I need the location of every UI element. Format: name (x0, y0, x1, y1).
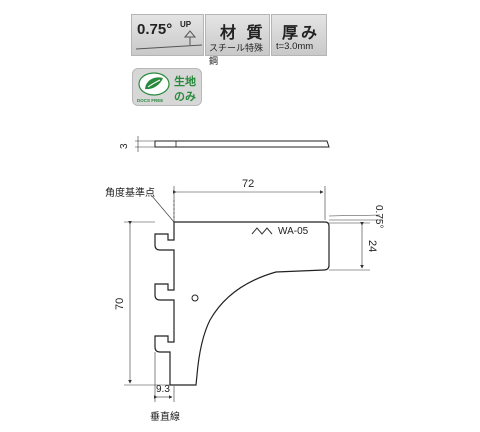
material-title: 材 質 (220, 25, 266, 42)
angle-up-icon (135, 30, 203, 50)
thickness-badge: 厚み t=3.0mm (271, 14, 327, 56)
angle-badge: 0.75° UP (131, 14, 204, 56)
eco-line2: のみ (174, 91, 196, 103)
eco-badge: DOCS FREE 生地 のみ (132, 68, 202, 106)
model-label: WA-05 (278, 226, 309, 237)
dim-width: 72 (242, 178, 255, 190)
eco-tiny-text: DOCS FREE (137, 98, 164, 103)
dim-angle: 0.75° (373, 205, 384, 229)
thickness-value: t=3.0mm (276, 41, 314, 52)
material-badge: 材 質 スチール特殊鋼 (205, 14, 270, 66)
dim-thickness: 3 (119, 143, 130, 149)
angle-value: 0.75° (137, 21, 173, 38)
leaf-icon (138, 72, 170, 96)
thickness-title: 厚み (282, 25, 321, 42)
material-value: スチール特殊鋼 (209, 43, 264, 66)
vertical-line-label: 垂直線 (150, 412, 180, 423)
dimension-lines (124, 186, 381, 402)
dim-offset: 9.3 (156, 384, 170, 395)
dim-height: 70 (114, 297, 126, 310)
angle-sup: UP (180, 20, 192, 29)
top-view (135, 136, 330, 152)
dim-depth: 24 (366, 240, 378, 253)
side-view (154, 221, 330, 386)
eco-line1: 生地 (174, 76, 196, 88)
angle-ref-label: 角度基準点 (105, 188, 155, 199)
